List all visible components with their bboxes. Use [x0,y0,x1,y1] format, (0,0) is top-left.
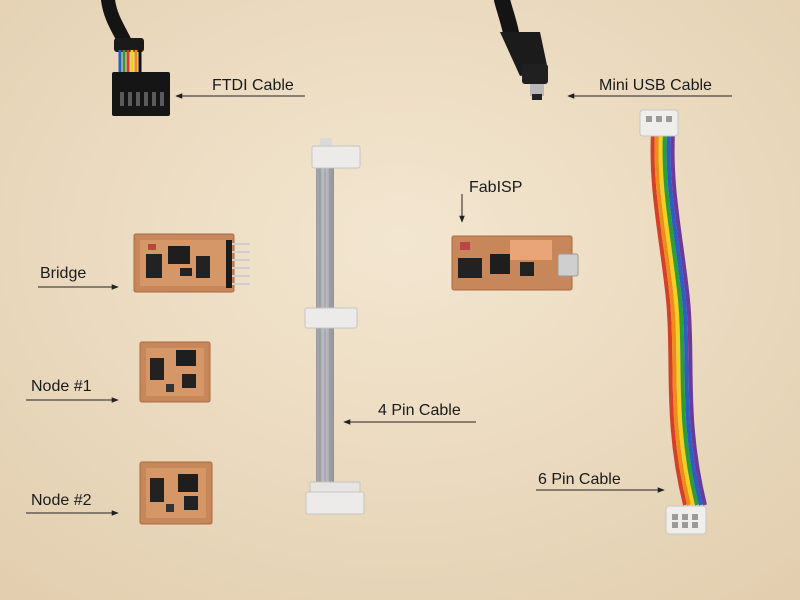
label-ftdi-cable: FTDI Cable [212,77,294,94]
label-node-2: Node #2 [31,492,92,509]
fabisp-board [451,235,579,291]
label-mini-usb-cable: Mini USB Cable [599,77,712,94]
node-1-board [139,341,211,403]
four-pin-cable [304,138,365,515]
ftdi-cable [101,0,170,116]
label-4-pin-cable: 4 Pin Cable [378,402,461,419]
bridge-board [133,233,250,293]
label-node-1: Node #1 [31,378,92,395]
label-bridge: Bridge [40,265,87,282]
node-2-board [139,461,213,525]
mini-usb-cable [494,0,548,100]
label-6-pin-cable: 6 Pin Cable [538,471,621,488]
six-pin-cable [639,109,707,535]
label-fabisp: FabISP [469,179,523,196]
annotation-arrows [26,93,732,516]
